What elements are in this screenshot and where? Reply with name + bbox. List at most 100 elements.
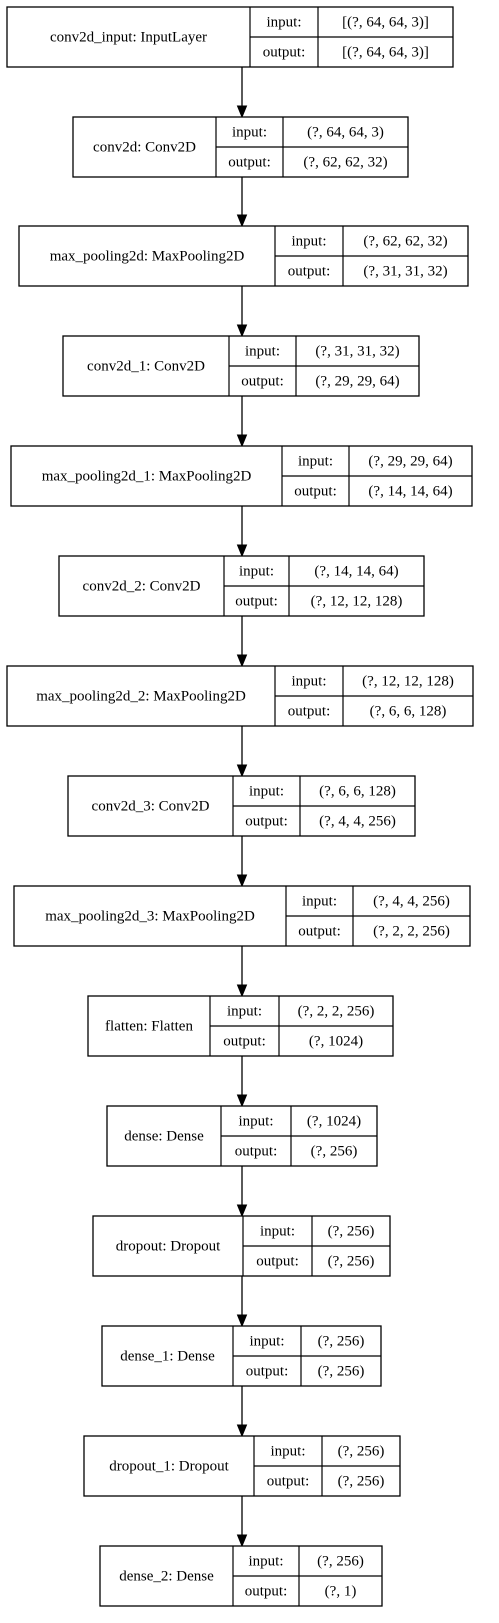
edge-arrow	[236, 726, 248, 778]
arrow-head	[236, 1424, 248, 1438]
layer-name: conv2d_1: Conv2D	[87, 358, 205, 374]
edge-arrow	[236, 836, 248, 888]
edge-arrow	[236, 946, 248, 998]
arrow-head	[236, 1204, 248, 1218]
layer-name: max_pooling2d: MaxPooling2D	[50, 248, 245, 264]
layer-name: dropout: Dropout	[116, 1238, 221, 1254]
edge-arrow	[236, 616, 248, 668]
input-shape: (?, 64, 64, 3)	[307, 124, 384, 140]
arrow-head	[236, 544, 248, 558]
output-label: output:	[288, 263, 331, 279]
layer-name: max_pooling2d_1: MaxPooling2D	[42, 468, 252, 484]
input-label: input:	[249, 783, 284, 799]
edge-arrow	[236, 1056, 248, 1108]
arrow-head	[236, 874, 248, 888]
layer-name: conv2d_input: InputLayer	[50, 29, 207, 45]
edge-arrow	[236, 1166, 248, 1218]
output-shape: (?, 256)	[328, 1253, 375, 1269]
arrow-head	[236, 654, 248, 668]
layer-name: conv2d_2: Conv2D	[83, 578, 201, 594]
layer-node: max_pooling2d_3: MaxPooling2D input: outpu…	[13, 885, 471, 947]
arrow-head	[236, 764, 248, 778]
input-label: input:	[248, 1553, 283, 1569]
output-shape: (?, 14, 14, 64)	[368, 483, 452, 499]
layer-node: flatten: Flatten input: output: (?, 2, 2, 2…	[87, 995, 394, 1057]
output-shape: (?, 1)	[325, 1583, 357, 1599]
output-label: output:	[245, 1583, 288, 1599]
input-shape: (?, 31, 31, 32)	[315, 343, 399, 359]
layer-node: max_pooling2d_2: MaxPooling2Dinput:outpu…	[6, 665, 474, 727]
input-shape: (?, 1024)	[307, 1113, 361, 1129]
output-shape: (?, 6, 6, 128)	[370, 703, 447, 719]
edge-arrow	[236, 396, 248, 448]
layer-name: max_pooling2d_3: MaxPooling2D	[45, 908, 255, 924]
layer-name: max_pooling2d_2: MaxPooling2D	[36, 688, 246, 704]
edge-arrow	[236, 1386, 248, 1438]
input-shape: (?, 4, 4, 256)	[373, 893, 450, 909]
output-label: output:	[246, 1363, 289, 1379]
arrow-head	[236, 324, 248, 338]
output-shape: (?, 256)	[311, 1143, 358, 1159]
arrow-head	[236, 984, 248, 998]
input-shape: (?, 62, 62, 32)	[363, 233, 447, 249]
arrow-head	[236, 105, 248, 119]
layer-node: max_pooling2d: MaxPooling2D input: output:…	[18, 225, 469, 287]
output-shape: (?, 4, 4, 256)	[319, 813, 396, 829]
output-label: output:	[235, 1143, 278, 1159]
input-label: input:	[266, 14, 301, 30]
input-shape: (?, 2, 2, 256)	[298, 1003, 375, 1019]
output-label: output:	[288, 703, 331, 719]
input-shape: (?, 14, 14, 64)	[314, 563, 398, 579]
arrow-head	[236, 434, 248, 448]
input-shape: (?, 256)	[317, 1553, 364, 1569]
input-label: input:	[249, 1333, 284, 1349]
input-label: input:	[291, 233, 326, 249]
input-label: input:	[260, 1223, 295, 1239]
input-shape: (?, 256)	[318, 1333, 365, 1349]
output-shape: (?, 256)	[318, 1363, 365, 1379]
input-label: input:	[302, 893, 337, 909]
output-label: output:	[298, 923, 341, 939]
layer-name: dense_1: Dense	[120, 1348, 215, 1364]
output-shape: (?, 256)	[338, 1473, 385, 1489]
input-label: input:	[227, 1003, 262, 1019]
output-label: output:	[235, 593, 278, 609]
output-shape: (?, 2, 2, 256)	[373, 923, 450, 939]
edge-arrow	[236, 177, 248, 228]
layer-node: dense_2: Dense input: output: (?, 256) (?, 1…	[99, 1545, 383, 1607]
layer-name: dense_2: Dense	[119, 1568, 214, 1584]
output-label: output:	[228, 154, 271, 170]
output-label: output:	[263, 44, 306, 60]
layer-name: conv2d_3: Conv2D	[92, 798, 210, 814]
layer-node: dense_1: Dense input: output: (?, 256) (?, 2…	[101, 1325, 382, 1387]
arrow-head	[236, 1534, 248, 1548]
layer-name: flatten: Flatten	[105, 1018, 193, 1034]
input-shape: (?, 256)	[328, 1223, 375, 1239]
arrow-head	[236, 214, 248, 228]
input-shape: [(?, 64, 64, 3)]	[342, 14, 429, 30]
output-label: output:	[294, 483, 337, 499]
output-shape: (?, 31, 31, 32)	[363, 263, 447, 279]
input-shape: (?, 6, 6, 128)	[319, 783, 396, 799]
input-label: input:	[232, 124, 267, 140]
layer-node: max_pooling2d_1: MaxPooling2D input: outpu…	[10, 445, 473, 507]
output-shape: (?, 1024)	[309, 1033, 363, 1049]
arrow-head	[236, 1314, 248, 1328]
input-shape: (?, 256)	[338, 1443, 385, 1459]
output-label: output:	[223, 1033, 266, 1049]
arrow-head	[236, 1094, 248, 1108]
input-shape: (?, 12, 12, 128)	[362, 673, 454, 689]
layer-name: dropout_1: Dropout	[109, 1458, 229, 1474]
edge-arrow	[236, 67, 248, 119]
edge-arrow	[236, 286, 248, 338]
input-shape: (?, 29, 29, 64)	[368, 453, 452, 469]
layer-node: conv2d_input: InputLayer input: output: [(?…	[6, 6, 454, 68]
edge-arrow	[236, 1276, 248, 1328]
input-label: input:	[298, 453, 333, 469]
